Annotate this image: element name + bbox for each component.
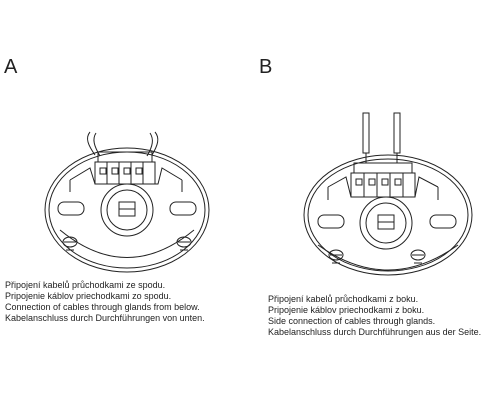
caption-line: Kabelanschluss durch Durchführungen von … (5, 313, 205, 323)
panel-b-device-drawing (298, 105, 478, 280)
caption-line: Pripojenie káblov priechodkami z boku. (268, 305, 425, 315)
caption-line: Connection of cables through glands from… (5, 302, 200, 312)
panel-a-device-drawing (40, 110, 215, 280)
panel-b-label: B (259, 56, 273, 78)
caption-line: Připojení kabelů průchodkami ze spodu. (5, 280, 166, 290)
caption-line: Kabelanschluss durch Durchführungen aus … (268, 327, 482, 337)
panel-b-caption: Připojení kabelů průchodkami z boku. Pri… (268, 294, 481, 338)
caption-line: Pripojenie káblov priechodkami zo spodu. (5, 291, 172, 301)
panel-a-label: A (4, 56, 18, 78)
panel-a-caption: Připojení kabelů průchodkami ze spodu. P… (5, 280, 205, 324)
caption-line: Připojení kabelů průchodkami z boku. (268, 294, 419, 304)
caption-line: Side connection of cables through glands… (268, 316, 436, 326)
